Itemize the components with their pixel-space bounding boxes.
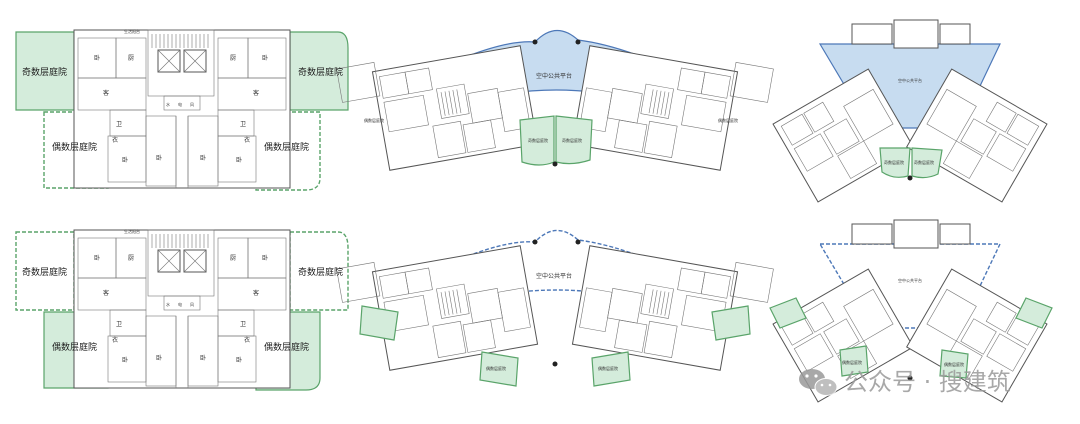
label-living-4b: 客 bbox=[253, 289, 259, 297]
odd-garden-angle-2 bbox=[911, 147, 943, 179]
label-bath-4a: 卫 bbox=[116, 321, 122, 328]
label-elec-1: 电 bbox=[178, 101, 182, 107]
plan-angle-odd bbox=[772, 19, 1048, 203]
label-kitchen-1a: 厨 bbox=[128, 55, 134, 62]
label-well-1: 风 bbox=[190, 102, 194, 107]
watermark: 公众号 · 搜建筑 bbox=[799, 368, 1011, 396]
plan-rect-even bbox=[15, 229, 349, 391]
odd-garden-angle-1 bbox=[879, 147, 911, 178]
label-living-4a: 客 bbox=[103, 289, 109, 297]
label-bed-1f: 卧 bbox=[200, 154, 206, 162]
label-even-garden-1a: 偶数层庭院 bbox=[52, 141, 97, 153]
label-kitchen-1b: 厨 bbox=[230, 55, 236, 62]
label-sky-platform-5: 空中公共平台 bbox=[536, 272, 572, 280]
label-bed-1e: 卧 bbox=[156, 154, 162, 162]
label-bed-4f: 卧 bbox=[200, 354, 206, 362]
label-bed-1c: 卧 bbox=[122, 156, 128, 164]
label-bed-4e: 卧 bbox=[156, 354, 162, 362]
wechat-icon bbox=[799, 369, 838, 396]
label-closet-4a: 衣 bbox=[112, 336, 118, 344]
label-living-1b: 客 bbox=[253, 89, 259, 97]
label-service-1: 生活阳台 bbox=[124, 28, 140, 34]
label-sky-platform-3: 空中公共平台 bbox=[898, 77, 922, 83]
label-kitchen-4a: 厨 bbox=[128, 255, 134, 262]
label-odd-garden-2b: 奇数层庭院 bbox=[562, 137, 582, 143]
label-bed-4c: 卧 bbox=[122, 356, 128, 364]
label-odd-garden-4b: 奇数层庭院 bbox=[298, 266, 343, 278]
plan-angle-even bbox=[769, 219, 1053, 403]
label-sky-platform-6: 空中公共平台 bbox=[898, 277, 922, 283]
label-odd-garden-3b: 奇数层庭院 bbox=[914, 159, 934, 165]
label-sky-platform-2: 空中公共平台 bbox=[536, 72, 572, 80]
even-garden-right bbox=[255, 111, 321, 191]
watermark-text: 公众号 · 搜建筑 bbox=[844, 368, 1011, 396]
label-even-garden-5c: 偶数层庭院 bbox=[486, 365, 506, 371]
label-water-4: 水 bbox=[166, 301, 170, 307]
plan-rect-odd bbox=[15, 29, 349, 191]
label-even-garden-6a: 偶数层庭院 bbox=[842, 359, 862, 365]
label-odd-garden-1b: 奇数层庭院 bbox=[298, 66, 343, 78]
label-bed-1d: 卧 bbox=[236, 156, 242, 164]
label-even-garden-1b: 偶数层庭院 bbox=[264, 141, 309, 153]
label-even-garden-6b: 偶数层庭院 bbox=[944, 361, 964, 367]
label-odd-garden-2a: 奇数层庭院 bbox=[528, 137, 548, 143]
label-even-garden-4b: 偶数层庭院 bbox=[264, 341, 309, 353]
label-service-4: 生活阳台 bbox=[124, 228, 140, 234]
plan-curved-odd bbox=[336, 29, 774, 171]
label-closet-1b: 衣 bbox=[244, 136, 250, 144]
label-closet-4b: 衣 bbox=[244, 336, 250, 344]
label-well-4: 风 bbox=[190, 302, 194, 307]
label-bath-4b: 卫 bbox=[240, 321, 246, 328]
label-bath-1b: 卫 bbox=[240, 121, 246, 128]
label-bed-4d: 卧 bbox=[236, 356, 242, 364]
label-even-garden-5d: 偶数层庭院 bbox=[598, 365, 618, 371]
odd-garden-curved-2 bbox=[555, 115, 593, 165]
label-odd-garden-4a: 奇数层庭院 bbox=[22, 266, 67, 278]
label-odd-garden-1a: 奇数层庭院 bbox=[22, 66, 67, 78]
label-kitchen-4b: 厨 bbox=[230, 255, 236, 262]
label-even-garden-4a: 偶数层庭院 bbox=[52, 341, 97, 353]
label-water-1: 水 bbox=[166, 101, 170, 107]
label-bed-4a: 卧 bbox=[94, 254, 100, 262]
label-closet-1a: 衣 bbox=[112, 136, 118, 144]
label-even-garden-5b: 偶数层庭院 bbox=[718, 117, 738, 123]
label-elec-4: 电 bbox=[178, 301, 182, 307]
odd-garden-right bbox=[289, 31, 349, 111]
label-bed-1a: 卧 bbox=[94, 54, 100, 62]
label-odd-garden-3a: 奇数层庭院 bbox=[884, 159, 904, 165]
label-even-garden-5a: 偶数层庭院 bbox=[364, 117, 384, 123]
label-living-1a: 客 bbox=[103, 89, 109, 97]
label-bed-1b: 卧 bbox=[262, 54, 268, 62]
plan-curved-even bbox=[336, 229, 774, 387]
label-bed-4b: 卧 bbox=[262, 254, 268, 262]
label-bath-1a: 卫 bbox=[116, 121, 122, 128]
